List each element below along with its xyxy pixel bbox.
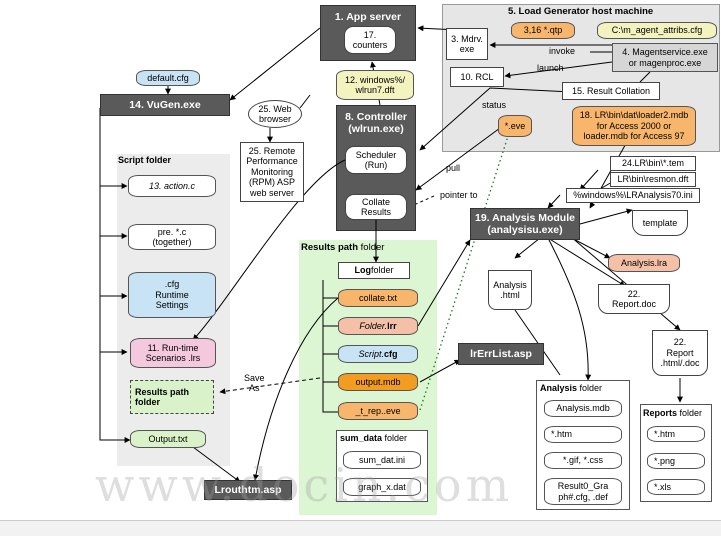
lrouthtm-box: Lrouthtm.asp bbox=[204, 480, 292, 500]
scheduler-box[interactable]: Scheduler (Run) bbox=[345, 146, 407, 174]
eve-file: *.eve bbox=[498, 115, 532, 137]
template-box: template bbox=[632, 210, 688, 236]
pull-label: pull bbox=[446, 163, 461, 173]
reports-folder-title: Reports folder bbox=[643, 408, 703, 418]
pointer-label: pointer to bbox=[440, 190, 478, 200]
web-browser-box: 25. Web browser bbox=[248, 100, 302, 128]
script-cfg-file: Script.cfg bbox=[338, 345, 418, 363]
lrerrlist-box: lrErrList.asp bbox=[458, 343, 544, 365]
rep-eve-file: _t_rep..eve bbox=[338, 402, 418, 420]
rpm-box: 25. Remote Performance Monitoring (RPM) … bbox=[240, 142, 304, 202]
collate-txt-file: collate.txt bbox=[338, 289, 418, 307]
reports-htm-file: *.htm bbox=[647, 426, 705, 442]
folder-lrr-file: Folder.lrr bbox=[338, 317, 418, 335]
app-server-title: 1. App server bbox=[334, 11, 402, 23]
analysis-folder-title: Analysis folder bbox=[540, 383, 603, 393]
action-c-file: 13. action.c bbox=[128, 175, 216, 197]
scenarios-lrs-file: 11. Run-time Scenarios .lrs bbox=[130, 338, 216, 368]
log-folder-box: Log folder bbox=[338, 262, 410, 279]
resmon-box: LR\bin\resmon.dft bbox=[610, 172, 696, 187]
tem-box: 24.LR\bin\*.tem bbox=[610, 156, 696, 171]
magent-box: 4. Magentservice.exe or magenproc.exe bbox=[612, 43, 718, 72]
vugen-box: 14. VuGen.exe bbox=[100, 94, 230, 116]
status-label: status bbox=[482, 100, 507, 110]
result0-graph-file: Result0_Gra ph#.cfg, .def bbox=[544, 478, 622, 505]
analysis-ini-box: %windows%\LRAnalysis70.ini bbox=[566, 188, 700, 203]
mdrv-box: 3. Mdrv. exe bbox=[446, 28, 488, 60]
default-cfg-file: default.cfg bbox=[136, 70, 200, 86]
load-gen-title: 5. Load Generator host machine bbox=[508, 6, 654, 17]
save-as-label: Save As bbox=[244, 373, 265, 393]
analysis-module-box: 19. Analysis Module (analysisu.exe) bbox=[470, 208, 580, 240]
qtp-file: 3,16 *.qtp bbox=[511, 22, 575, 39]
analysis-gif-css-file: *.gif, *.css bbox=[544, 452, 622, 469]
bottom-divider bbox=[0, 520, 721, 536]
launch-label: launch bbox=[537, 63, 564, 73]
output-txt-file: Output.txt bbox=[130, 430, 206, 448]
analysis-mdb-file: Analysis.mdb bbox=[544, 400, 622, 417]
analysis-htm-file: *.htm bbox=[544, 426, 622, 443]
analysis-html-box: Analysis .html bbox=[488, 270, 532, 310]
attribs-file: C:\m_agent_attribs.cfg bbox=[597, 22, 717, 39]
graph-dat-file: graph_x.dat bbox=[343, 478, 421, 496]
report-doc-box: 22. Report.doc bbox=[598, 284, 670, 314]
results-path-title: Results path folder bbox=[301, 242, 385, 253]
output-mdb-file: output.mdb bbox=[338, 373, 418, 391]
results-path-folder-box: Results path folder bbox=[130, 380, 214, 414]
reports-png-file: *.png bbox=[647, 453, 705, 469]
counters-box: 17. counters bbox=[344, 26, 396, 54]
loader-mdb-file: 18. LR\bin\dat\loader2.mdb for Access 20… bbox=[572, 106, 696, 146]
rcl-box: 10. RCL bbox=[450, 67, 504, 87]
invoke-label: invoke bbox=[549, 46, 576, 56]
controller-title: 8. Controller (wlrun.exe) bbox=[345, 110, 407, 135]
report-html-box: 22. Report .html/.doc bbox=[652, 330, 708, 376]
sum-data-title: sum_data folder bbox=[340, 433, 408, 443]
result-collation-box: 15. Result Collation bbox=[562, 82, 660, 100]
runtime-settings-file: .cfg Runtime Settings bbox=[128, 272, 216, 318]
watermark: www.docin.com bbox=[95, 458, 514, 512]
pre-c-file: pre. *.c (together) bbox=[128, 224, 216, 250]
collate-results-box[interactable]: Collate Results bbox=[345, 194, 407, 220]
script-folder-title: Script folder bbox=[118, 155, 172, 165]
reports-xls-file: *.xls bbox=[647, 479, 705, 495]
windows-dft-file: 12. windows%/ wlrun7.dft bbox=[336, 70, 414, 100]
sum-dat-ini-file: sum_dat.ini bbox=[343, 451, 421, 469]
analysis-lra-file: Analysis.lra bbox=[608, 254, 680, 272]
